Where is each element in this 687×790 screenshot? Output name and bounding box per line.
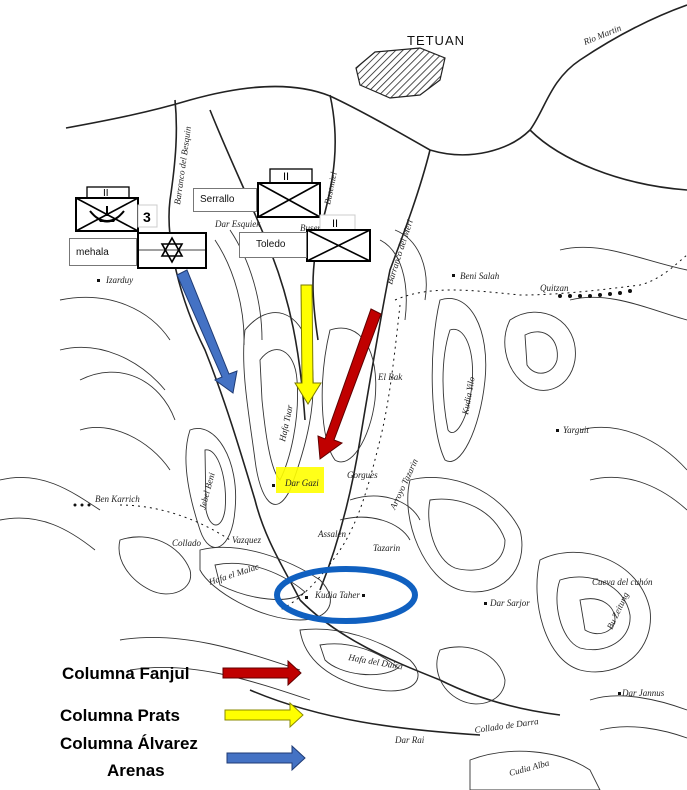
contour-lines xyxy=(0,229,687,790)
place-barranco-del-besquin: Barranco del Besquin xyxy=(172,125,193,205)
svg-text:II: II xyxy=(103,188,109,199)
legend-arrow-alvarez xyxy=(226,744,306,772)
place-dar-esquiek: Dar Esquiek xyxy=(214,219,261,229)
place-busemiel-1: Busemiel xyxy=(300,223,333,233)
tracks xyxy=(119,254,687,611)
place-dar-gazi: Dar Gazi xyxy=(284,478,319,488)
place-ben-karrich: Ben Karrich xyxy=(95,494,140,504)
place-cudia-alba: Cudia Alba xyxy=(508,758,551,778)
place-dar-rai: Dar Rai xyxy=(394,735,425,745)
place-barranco-del-meri: Barranco del Meri xyxy=(384,218,415,286)
unit-label-toledo: Toledo xyxy=(239,232,307,258)
place-gorgues: Gorgues xyxy=(347,470,378,480)
place-yarguit: Yarguit xyxy=(563,425,589,435)
place-izarduy: Izarduy xyxy=(105,275,133,285)
rivers xyxy=(65,4,687,736)
place-rio-martin: Rio Martin xyxy=(581,23,623,48)
legend-label-alvarez: Columna Álvarez xyxy=(60,734,198,753)
place-kudia-taher: Kudia Taher xyxy=(314,590,360,600)
place-busemiel-2: Busemiel xyxy=(322,171,339,206)
place-jebel-beni: Jebel Beni xyxy=(197,471,217,511)
settlement-markers xyxy=(97,274,621,695)
unit-symbol-mehala-star xyxy=(137,232,207,269)
place-dar-sarjor: Dar Sarjor xyxy=(489,598,530,608)
legend-arrows xyxy=(222,659,306,772)
legend-arrow-fanjul xyxy=(222,659,302,687)
unit-symbol-serrallo: II xyxy=(257,168,321,218)
place-collado: Collado xyxy=(172,538,202,548)
arrow-alvarez-arenas xyxy=(176,269,238,394)
place-bu-zeitung: Bu Zeitung xyxy=(605,590,631,631)
place-assalen: Assalen xyxy=(317,529,346,539)
place-hafa-del-duira: Hafa del Duira xyxy=(347,652,404,672)
unit-symbol-toledo: II xyxy=(306,214,371,262)
arrow-fanjul xyxy=(317,308,382,460)
legend-label-prats: Columna Prats xyxy=(60,706,180,725)
place-vazquez: Vazquez xyxy=(232,535,261,545)
place-hafa-tuar: Hafa Tuar xyxy=(277,403,295,443)
legend-label-fanjul: Columna Fanjul xyxy=(62,664,190,683)
unit-label-mehala: mehala xyxy=(69,238,137,266)
objective-ring xyxy=(274,566,418,624)
place-tetuan: TETUAN xyxy=(407,33,465,48)
arrow-prats xyxy=(294,284,322,405)
place-el-bak: El Bak xyxy=(377,372,403,382)
svg-text:II: II xyxy=(332,218,338,230)
trail-dots xyxy=(73,289,632,507)
place-dar-jannus: Dar Jannus xyxy=(621,688,665,698)
mehala-strength: 3 xyxy=(143,209,151,225)
unit-symbol-mehala-top: II 3 xyxy=(75,186,158,232)
place-collado-de-darra: Collado de Darra xyxy=(474,716,540,735)
place-cueva-del-cuhon: Cueva del cuhón xyxy=(592,577,653,587)
place-tazarin: Tazarin xyxy=(373,543,401,553)
unit-label-serrallo: Serrallo xyxy=(193,188,257,212)
place-kudia-yilo: Kudia Yilo xyxy=(460,376,477,417)
svg-text:II: II xyxy=(283,171,289,183)
column-arrows xyxy=(176,269,382,460)
legend-label-arenas: Arenas xyxy=(107,761,165,780)
tetuan-city-area xyxy=(355,47,446,99)
place-quitzan: Quitzan xyxy=(540,283,569,293)
legend-arrow-prats xyxy=(224,701,304,729)
dar-gazi-highlight xyxy=(276,467,324,493)
place-beni-salah: Beni Salah xyxy=(460,271,500,281)
